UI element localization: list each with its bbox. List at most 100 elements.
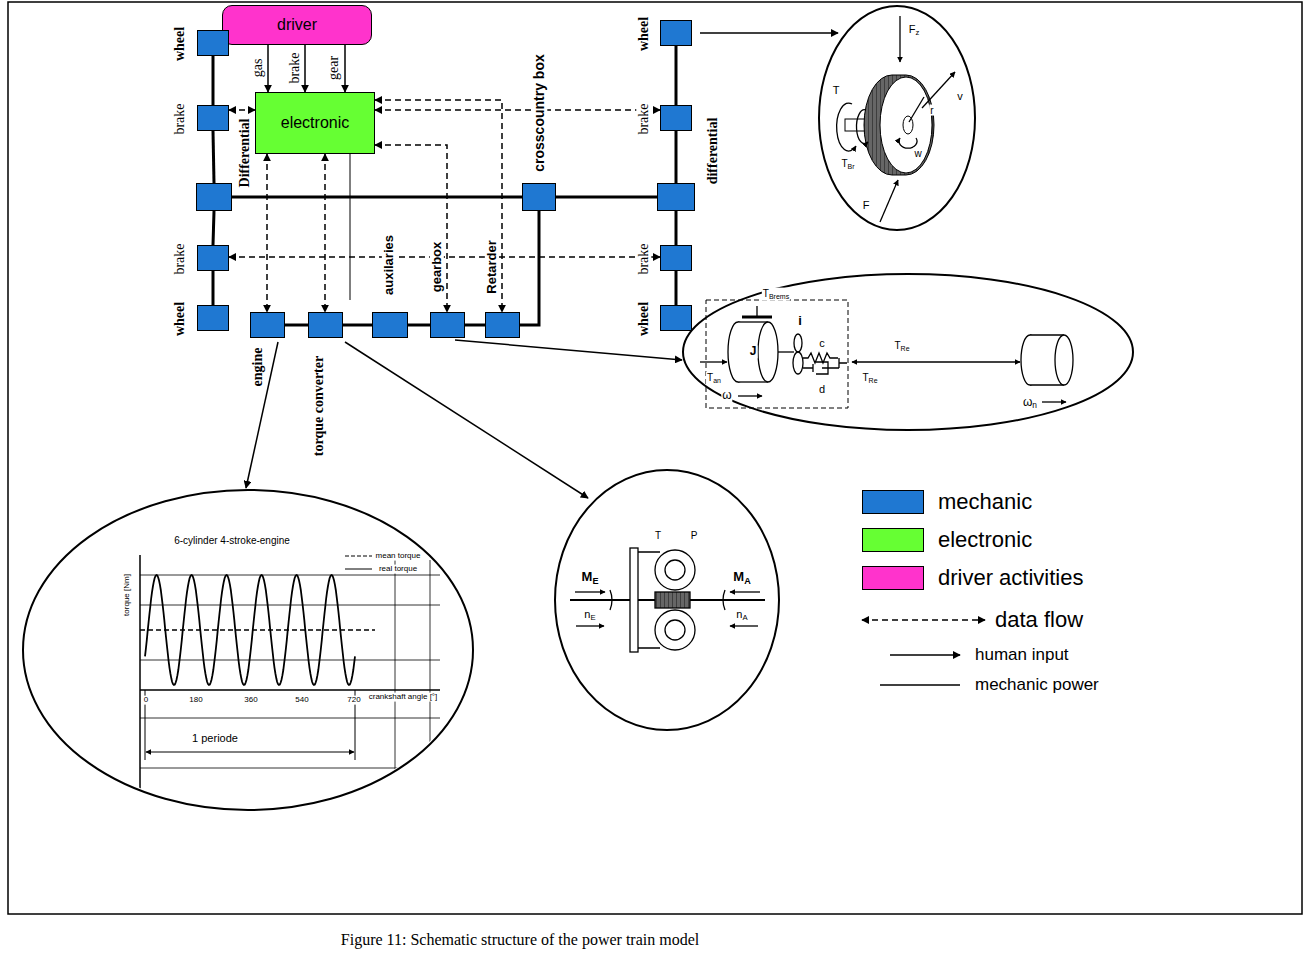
human-input-arrow <box>304 45 306 92</box>
torque-converter-callout <box>630 548 638 652</box>
gearbox-callout <box>778 351 794 352</box>
component-label: Retarder <box>485 239 499 294</box>
torque-chart <box>345 569 372 570</box>
torque-converter-callout <box>655 610 695 650</box>
drawing-label: TRe <box>893 340 910 353</box>
drawing-label: v <box>956 90 964 102</box>
drawing-label: 360 <box>243 696 258 705</box>
data-flow-line <box>324 154 326 312</box>
component-label: brake <box>172 102 187 135</box>
drawing-label: 6-cylinder 4-stroke-engine <box>173 535 291 546</box>
drawing-label: 180 <box>188 696 203 705</box>
torque-converter-callout <box>730 625 758 626</box>
torque-converter-callout <box>555 470 779 730</box>
legend-text: human input <box>975 646 1069 665</box>
wheel-callout <box>837 16 955 222</box>
torque-converter-callout <box>610 590 612 610</box>
wheel-callout <box>922 72 955 108</box>
edge-label: gear <box>326 55 341 81</box>
component-box: wheel <box>660 305 692 331</box>
drawing-label: 720 <box>346 696 361 705</box>
component-label: brake <box>172 242 187 275</box>
engine-torque-callout <box>23 490 473 810</box>
wheel-callout <box>880 77 932 173</box>
power-line <box>675 211 678 245</box>
component-label: differential <box>705 117 720 186</box>
torque-chart <box>139 555 141 790</box>
callout-arrow <box>455 340 682 360</box>
component-label: Differential <box>237 118 252 189</box>
box-label: electronic <box>281 114 349 132</box>
torque-converter-callout <box>555 470 779 730</box>
data-flow-line <box>375 145 447 312</box>
power-line <box>232 196 522 199</box>
component-box: gearbox <box>430 312 465 338</box>
callout-arrow <box>700 32 838 34</box>
gearbox-callout <box>700 361 727 362</box>
engine-torque-callout <box>23 490 473 810</box>
data-flow-line <box>229 109 255 111</box>
data-flow-line <box>266 154 268 312</box>
gearbox-callout <box>852 361 1020 362</box>
torque-chart <box>395 560 396 780</box>
component-label: torque converter <box>311 355 326 457</box>
legend-swatch <box>862 528 924 552</box>
drawing-label: J <box>749 345 758 358</box>
component-box: brake <box>197 105 229 131</box>
human-input-arrow <box>344 45 346 92</box>
gearbox-callout <box>738 321 768 322</box>
control-box: driver <box>222 5 372 45</box>
torque-chart <box>146 752 354 753</box>
data-flow-line <box>229 256 660 258</box>
component-label: brake <box>636 102 651 135</box>
gearbox-callout <box>683 274 1133 430</box>
legend-swatch <box>862 490 924 514</box>
callout-arrow <box>345 342 588 498</box>
component-box: engine <box>250 312 285 338</box>
drawing-label: Fz <box>908 23 921 38</box>
legend-text: electronic <box>938 528 1032 552</box>
drawing-label: crankshaft angle [°] <box>368 693 439 702</box>
callout-arrow <box>246 33 838 498</box>
gearbox-callout <box>700 306 1073 402</box>
component-box: differential <box>657 183 695 211</box>
legend-line-sample <box>862 619 985 621</box>
torque-converter-callout <box>665 560 685 580</box>
component-label: auxilaries <box>382 234 396 296</box>
power-line <box>212 56 215 105</box>
torque-chart <box>140 560 440 780</box>
wheel-callout <box>819 6 975 230</box>
wheel-callout <box>909 97 924 122</box>
data-flow-line <box>375 100 502 312</box>
power-line <box>212 271 215 305</box>
gearbox-callout <box>793 352 803 374</box>
wheel-callout <box>899 16 900 62</box>
drawing-label: torque [Nm] <box>123 573 132 617</box>
legend-text: driver activities <box>938 566 1083 590</box>
legend-line-sample <box>880 684 960 686</box>
component-label: wheel <box>172 301 187 337</box>
drawing-label: nE <box>583 608 596 623</box>
edge-label: gas <box>250 58 265 79</box>
drawing-label: nA <box>735 608 748 623</box>
component-box: wheel <box>197 30 229 56</box>
component-box: wheel <box>197 305 229 331</box>
drawing-label: ω <box>721 389 732 402</box>
torque-chart <box>345 556 372 557</box>
torque-converter-callout <box>655 592 690 608</box>
component-label: wheel <box>636 16 651 52</box>
torque-converter-callout <box>730 591 760 592</box>
wheel-callout <box>880 180 898 222</box>
drawing-label: 1 periode <box>191 732 239 744</box>
drawing-label: mean torque <box>375 552 422 561</box>
drawing-label: w <box>913 148 922 159</box>
torque-converter-callout <box>723 590 725 610</box>
component-box: wheel <box>660 20 692 46</box>
torque-converter-callout <box>576 625 604 626</box>
power-line <box>465 324 485 327</box>
component-box: Retarder <box>485 312 520 338</box>
legend-text: mechanic power <box>975 676 1099 695</box>
drawing-label: T <box>654 530 662 541</box>
